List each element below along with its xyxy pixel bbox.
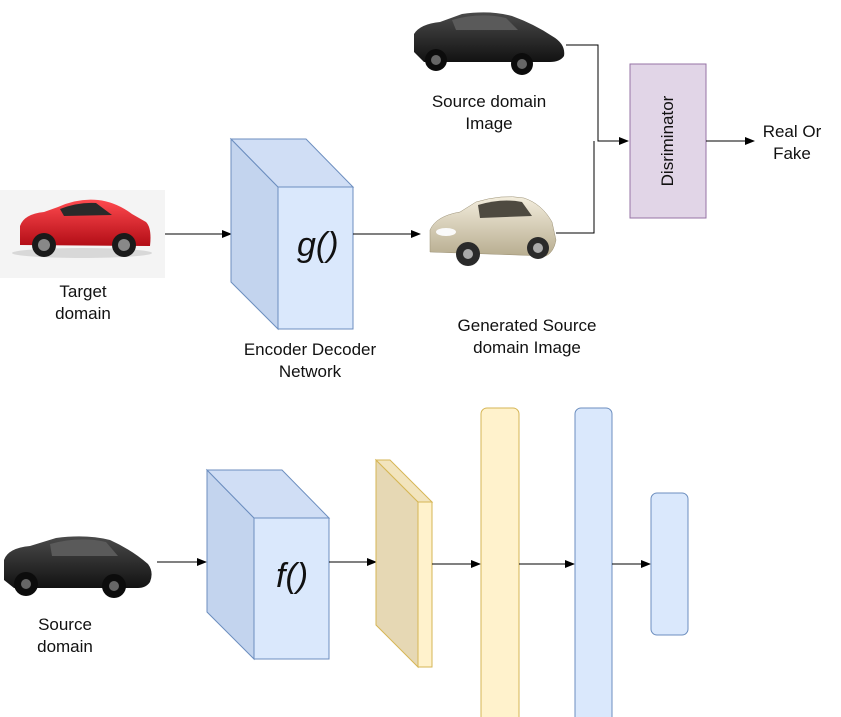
generated-source-label: Generated Source domain Image: [457, 316, 597, 357]
generated-source-car-image: [429, 196, 557, 266]
source-domain-bottom-car-image: [4, 536, 152, 598]
discriminator-label-box: Disriminator: [630, 64, 706, 218]
discriminator-label: Disriminator: [658, 95, 677, 187]
encoder-decoder-label: Encoder Decoder Network: [243, 340, 377, 381]
f-function-label: f(): [276, 557, 309, 595]
fc-layer-1: [480, 407, 520, 717]
fc-layer-2: [574, 407, 613, 717]
source-domain-label: Source domain: [37, 615, 93, 656]
source-domain-top-car-image: [414, 12, 565, 75]
encoder-decoder-box: [229, 137, 355, 331]
target-domain-label: Target domain: [55, 282, 111, 323]
arrow-source-to-discriminator: [566, 44, 629, 145]
target-domain-car-image: [0, 190, 165, 278]
real-or-fake-label: Real Or Fake: [762, 122, 822, 163]
discriminator-box: [629, 63, 707, 219]
source-domain-image-label: Source domain Image: [431, 92, 547, 133]
feature-extractor-box: [205, 468, 331, 661]
arrow-generated-to-discriminator: [556, 141, 595, 234]
conv-layer-slab: [374, 458, 434, 669]
output-layer: [650, 492, 689, 636]
g-function-label: g(): [297, 226, 339, 264]
